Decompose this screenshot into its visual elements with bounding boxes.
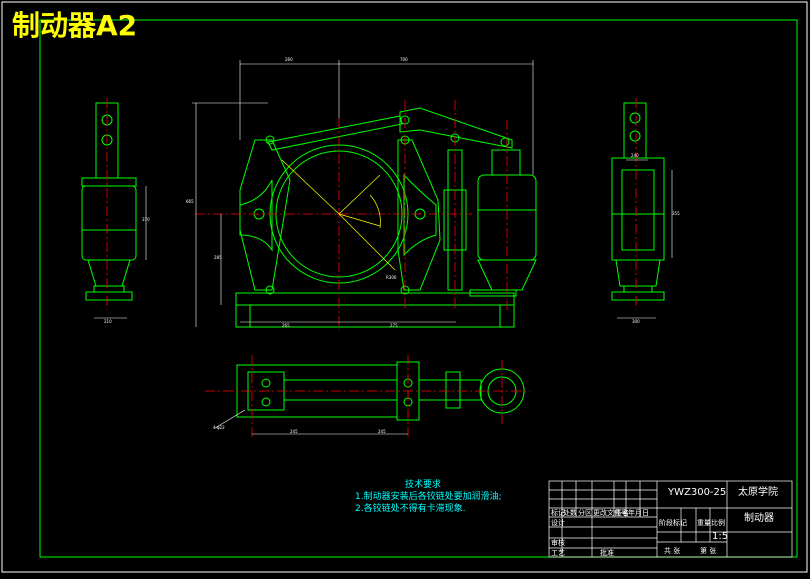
tb-role-process: 工艺 <box>551 549 565 557</box>
dim-plan-left: 245 <box>290 429 298 434</box>
right-side-view <box>611 102 665 301</box>
front-view <box>235 107 537 328</box>
tb-row-label-6: 年月日 <box>628 509 649 517</box>
tb-role-design: 设计 <box>551 519 565 527</box>
tb-school: 太原学院 <box>738 487 778 498</box>
tb-stage-label: 阶段标记 <box>659 519 687 527</box>
dim-right-view-h: 355 <box>672 211 680 216</box>
front-yellow-lines <box>281 159 396 271</box>
dim-right-view-w2: 300 <box>632 319 640 324</box>
left-side-dimensions <box>94 186 147 319</box>
dim-left-view-w: 210 <box>104 319 112 324</box>
drawing-title: 制动器A2 <box>12 9 138 42</box>
tb-weight-label: 重量 <box>697 519 711 527</box>
tb-row-label-5: 签名 <box>615 509 629 517</box>
tb-role-review: 审核 <box>551 539 565 547</box>
tb-row-label-1: 标记 <box>551 509 565 517</box>
plan-centerlines <box>205 355 530 440</box>
dim-height-main: 665 <box>186 199 194 204</box>
tb-sheet-total: 共 张 <box>664 547 681 555</box>
dim-side-h: 285 <box>214 255 222 260</box>
tech-req-heading: 技术要求 <box>405 480 442 490</box>
tech-req-item-1: 1.制动器安装后各铰链处要加润滑油; <box>355 492 502 502</box>
tb-model: YWZ300-25 <box>668 487 727 498</box>
dim-bottom-left: 265 <box>282 323 290 328</box>
tech-req-item-2: 2.各铰链处不得有卡滞现象. <box>355 504 466 514</box>
title-block <box>548 480 793 558</box>
inner-border <box>39 19 798 558</box>
tb-row-label-3: 分区 <box>578 509 592 517</box>
tb-role-approve: 批准 <box>600 549 614 557</box>
technical-requirements: 技术要求 1.制动器安装后各铰链处要加润滑油; 2.各铰链处不得有卡滞现象. <box>355 479 502 515</box>
tb-part-name: 制动器 <box>744 513 774 524</box>
tb-row-label-4: 更改文件号 <box>593 509 628 517</box>
left-side-view <box>81 102 137 301</box>
front-dimensions <box>192 60 534 327</box>
tb-sheet-number: 第 张 <box>700 547 717 555</box>
tb-row-label-2: 处数 <box>563 509 577 517</box>
right-side-dimensions <box>617 159 673 319</box>
tb-scale-label: 比例 <box>711 519 725 527</box>
tb-scale: 1:5 <box>712 531 729 542</box>
front-centerlines <box>195 100 508 330</box>
dim-radius: R300 <box>386 275 397 280</box>
dim-plan-right: 245 <box>378 429 386 434</box>
dim-plan-hole: 4-φ22 <box>213 425 225 430</box>
dim-right-view-w1: 240 <box>631 153 639 158</box>
dim-top-left: 260 <box>285 57 293 62</box>
dim-top-width: 700 <box>400 57 408 62</box>
dim-left-view-h: 370 <box>142 217 150 222</box>
plan-dimensions <box>214 409 408 435</box>
dim-bottom-right: 275 <box>390 323 398 328</box>
